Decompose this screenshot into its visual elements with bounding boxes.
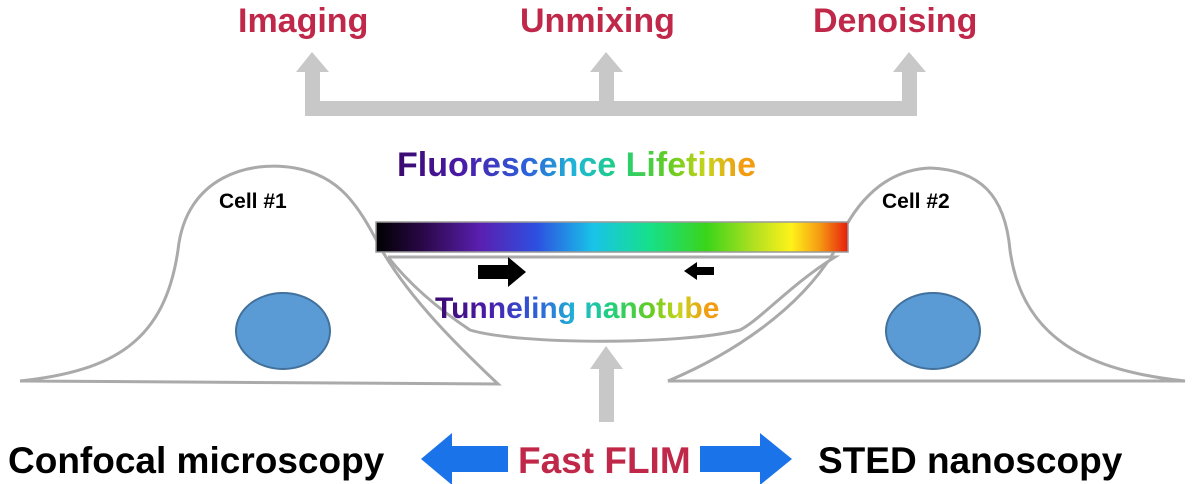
imaging-label: Imaging [238,2,369,40]
arrowhead-imaging-icon [296,52,329,72]
fast-flim-label: Fast FLIM [518,440,691,481]
arrowhead-denoising-icon [893,52,926,72]
cell-1-label: Cell #1 [219,190,287,213]
arrowhead-unmixing-icon [590,52,623,72]
blue-arrow-right-icon [700,433,792,484]
cell-2-nucleus [885,292,981,370]
left-transport-arrow-icon [684,262,714,280]
cell-1-outline [19,164,502,386]
right-transport-arrow-icon [478,257,526,287]
fluorescence-lifetime-title: Fluorescence Lifetime [397,146,757,184]
connector-center-stem [599,70,614,116]
flim-up-arrowhead-icon [590,346,623,369]
blue-arrow-left-icon [421,433,508,484]
sted-nanoscopy-label: STED nanoscopy [818,440,1123,481]
flim-up-arrow-stem [599,368,614,422]
cell-1-nucleus [235,292,331,370]
tunneling-nanotube-label: Tunneling nanotube [435,292,720,325]
confocal-microscopy-label: Confocal microscopy [8,440,385,481]
denoising-label: Denoising [813,2,978,40]
cell-2-outline [667,166,1186,383]
flim-up-arrow [590,346,623,422]
fluorescence-lifetime-bar [375,221,849,253]
output-connector [296,52,926,116]
connector-left-stem [305,70,320,116]
cell-2-label: Cell #2 [882,190,950,213]
unmixing-label: Unmixing [520,2,675,40]
connector-right-stem [902,70,917,116]
